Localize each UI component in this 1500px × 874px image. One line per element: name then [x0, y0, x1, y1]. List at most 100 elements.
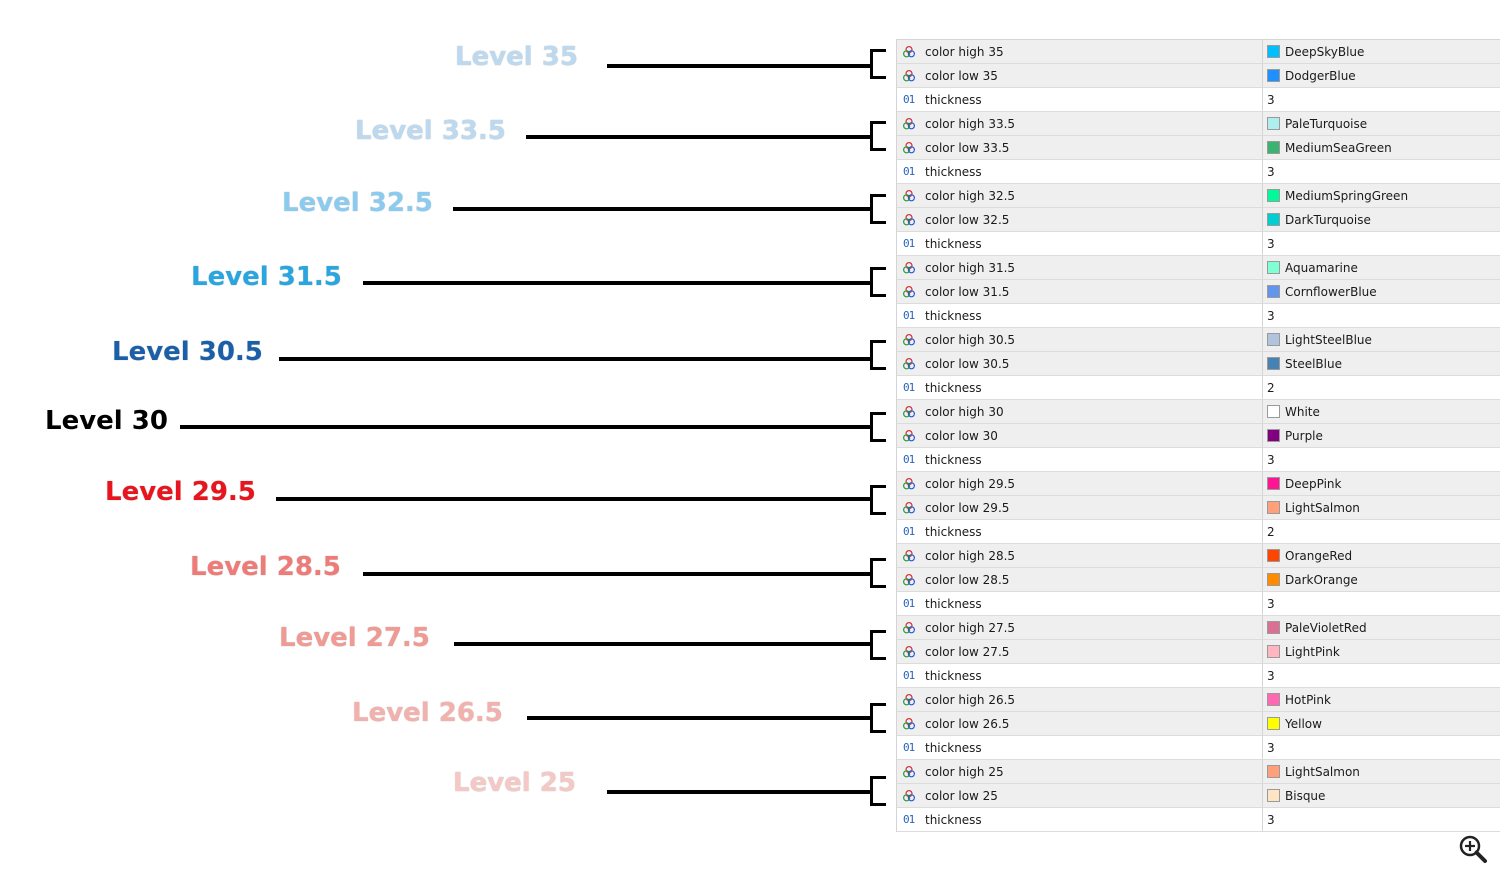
property-row[interactable]: color high 29.5 DeepPink: [897, 472, 1500, 496]
property-value-cell[interactable]: DeepPink: [1263, 472, 1500, 495]
number-icon: 01: [903, 741, 923, 754]
property-value-cell[interactable]: 2: [1263, 520, 1500, 543]
level-connector-line: [607, 64, 872, 68]
property-row[interactable]: color low 30.5 SteelBlue: [897, 352, 1500, 376]
property-value-cell[interactable]: Yellow: [1263, 712, 1500, 735]
property-row[interactable]: color low 29.5 LightSalmon: [897, 496, 1500, 520]
property-value-cell[interactable]: SteelBlue: [1263, 352, 1500, 375]
property-value-cell[interactable]: LightSteelBlue: [1263, 328, 1500, 351]
property-value: LightPink: [1285, 644, 1340, 659]
property-value-cell[interactable]: OrangeRed: [1263, 544, 1500, 567]
property-value-cell[interactable]: 3: [1263, 232, 1500, 255]
number-icon: 01: [903, 453, 923, 466]
property-name-cell: color high 30.5: [897, 328, 1263, 351]
property-name: color low 33.5: [925, 140, 1010, 155]
level-bracket: [870, 485, 886, 515]
property-name: color low 28.5: [925, 572, 1010, 587]
zoom-in-icon[interactable]: [1458, 834, 1488, 864]
property-value-cell[interactable]: HotPink: [1263, 688, 1500, 711]
property-name: thickness: [925, 596, 982, 611]
palette-icon: [903, 285, 923, 298]
level-connector-line: [527, 716, 872, 720]
property-value-cell[interactable]: PaleTurquoise: [1263, 112, 1500, 135]
color-swatch: [1267, 645, 1280, 658]
property-value-cell[interactable]: DodgerBlue: [1263, 64, 1500, 87]
property-value-cell[interactable]: DarkOrange: [1263, 568, 1500, 591]
property-name: color low 29.5: [925, 500, 1010, 515]
palette-icon: [903, 429, 923, 442]
property-name-cell: color high 28.5: [897, 544, 1263, 567]
property-value-cell[interactable]: 3: [1263, 448, 1500, 471]
property-value-cell[interactable]: Purple: [1263, 424, 1500, 447]
property-name-cell: color low 25: [897, 784, 1263, 807]
property-row[interactable]: color low 28.5 DarkOrange: [897, 568, 1500, 592]
property-row[interactable]: color low 33.5 MediumSeaGreen: [897, 136, 1500, 160]
color-swatch: [1267, 549, 1280, 562]
property-value-cell[interactable]: Bisque: [1263, 784, 1500, 807]
property-value-cell[interactable]: LightSalmon: [1263, 760, 1500, 783]
property-value-cell[interactable]: 3: [1263, 592, 1500, 615]
property-value: White: [1285, 404, 1320, 419]
property-name: color low 30.5: [925, 356, 1010, 371]
property-value-cell[interactable]: DeepSkyBlue: [1263, 40, 1500, 63]
property-value-cell[interactable]: 3: [1263, 736, 1500, 759]
property-value-cell[interactable]: 3: [1263, 304, 1500, 327]
number-icon: 01: [903, 813, 923, 826]
property-value-cell[interactable]: 3: [1263, 808, 1500, 831]
property-value-cell[interactable]: 3: [1263, 664, 1500, 687]
property-value-cell[interactable]: 2: [1263, 376, 1500, 399]
property-value-cell[interactable]: 3: [1263, 160, 1500, 183]
property-value-cell[interactable]: DarkTurquoise: [1263, 208, 1500, 231]
property-value-cell[interactable]: CornflowerBlue: [1263, 280, 1500, 303]
property-value-cell[interactable]: White: [1263, 400, 1500, 423]
property-name: color high 29.5: [925, 476, 1016, 491]
property-value: Yellow: [1285, 716, 1322, 731]
level-bracket: [870, 49, 886, 79]
property-value-cell[interactable]: 3: [1263, 88, 1500, 111]
property-value-cell[interactable]: LightPink: [1263, 640, 1500, 663]
property-value-cell[interactable]: LightSalmon: [1263, 496, 1500, 519]
color-swatch: [1267, 405, 1280, 418]
property-value: DarkOrange: [1285, 572, 1358, 587]
property-value-cell[interactable]: MediumSeaGreen: [1263, 136, 1500, 159]
level-label: Level 29.5: [105, 477, 256, 507]
property-value-cell[interactable]: Aquamarine: [1263, 256, 1500, 279]
property-value: 3: [1267, 452, 1275, 467]
property-value: 3: [1267, 596, 1275, 611]
level-connector-line: [454, 642, 872, 646]
property-value-cell[interactable]: MediumSpringGreen: [1263, 184, 1500, 207]
palette-icon: [903, 69, 923, 82]
property-name-cell: color high 35: [897, 40, 1263, 63]
property-value-cell[interactable]: PaleVioletRed: [1263, 616, 1500, 639]
